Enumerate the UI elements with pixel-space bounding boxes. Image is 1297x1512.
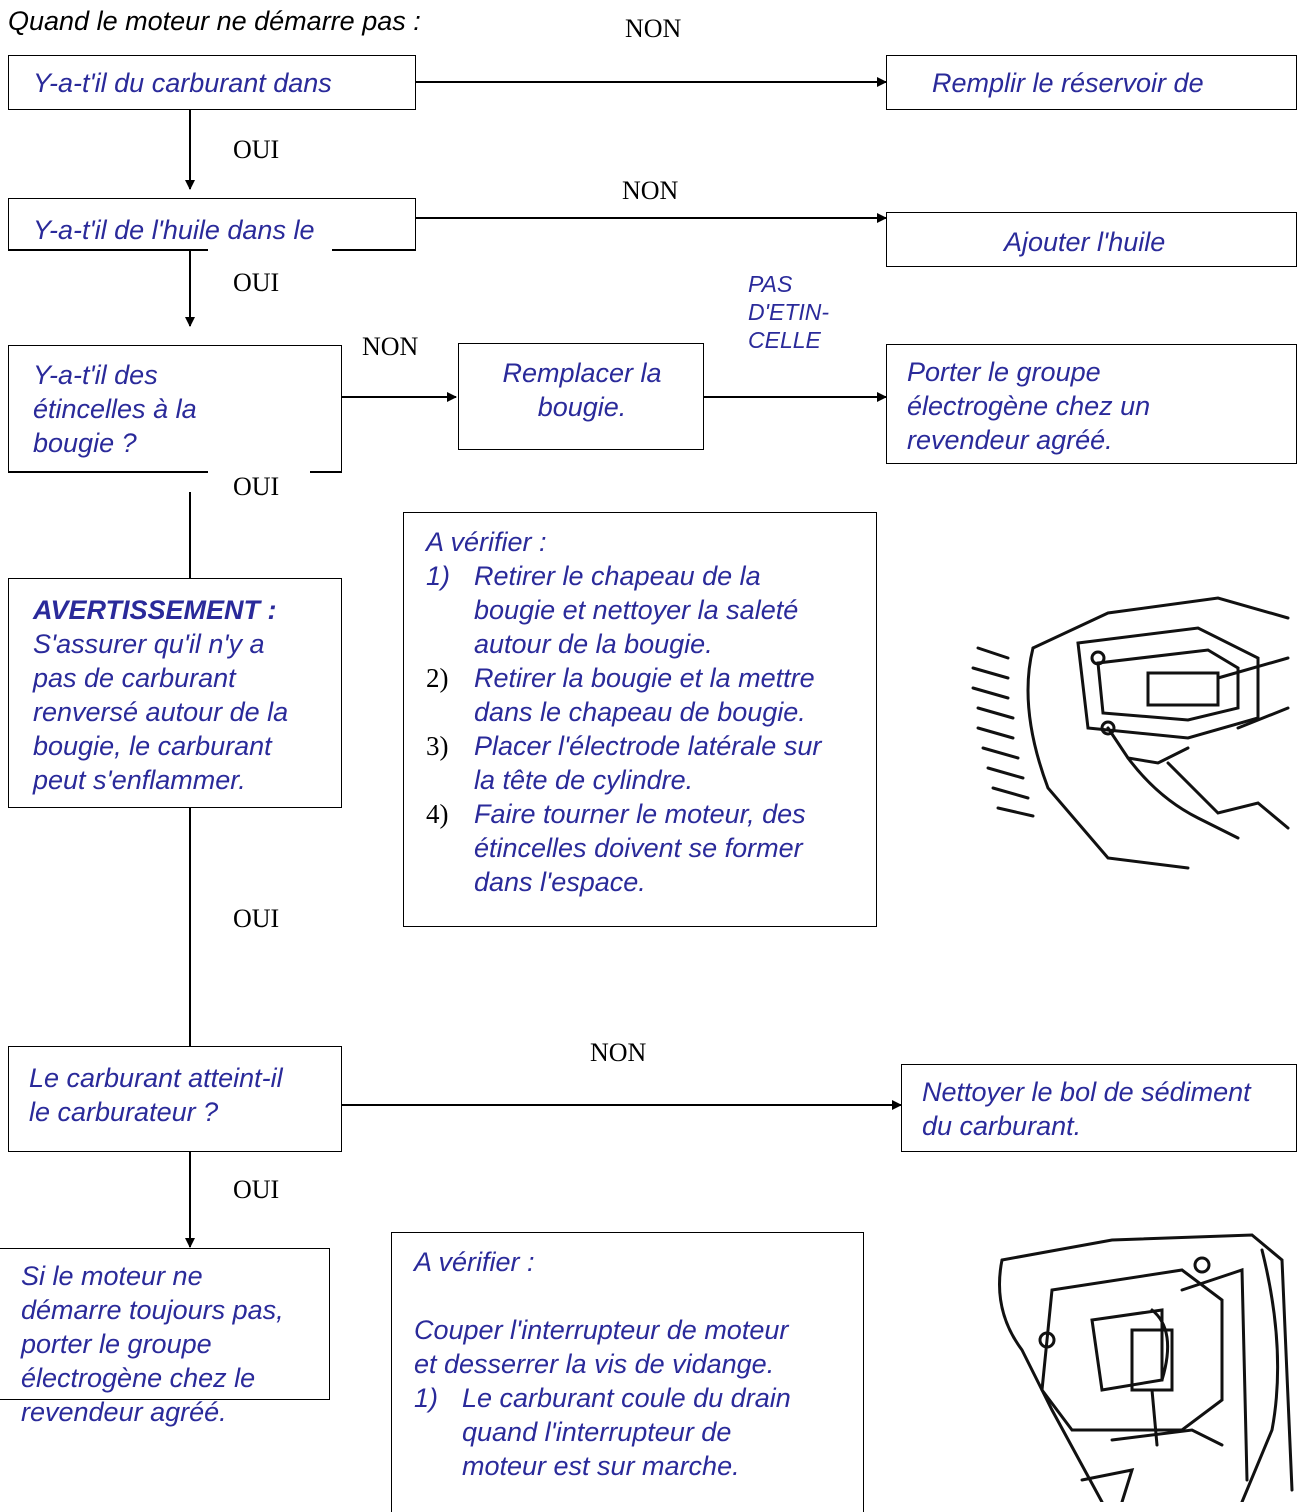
question-fuel-box: Y-a-t'il du carburant dans [8,55,416,110]
check-1-item: 4) Faire tourner le moteur, des étincell… [404,797,821,899]
page-heading: Quand le moteur ne démarre pas : [8,6,421,36]
answer-oil-box: Ajouter l'huile [886,212,1297,267]
question-fuel-text: Y-a-t'il du carburant dans [33,68,332,98]
question-spark-box: Y-a-t'il des étincelles à la bougie ? [8,345,342,473]
check-1-item-line: étincelles doivent se former [474,833,803,863]
question-oil-box-bottom-right [332,249,416,251]
check-1-item-line: autour de la bougie. [474,629,713,659]
check-1-item-line: dans l'espace. [474,867,646,897]
check-1-item-line: Placer l'électrode latérale sur [474,731,822,761]
question-carb-box: Le carburant atteint-il le carburateur ? [8,1046,342,1152]
answer-plug-text: Remplacer la bougie. [459,356,705,424]
question-oil-box-bottom-left [8,249,208,251]
check-2-list: 1) Le carburant coule du drain quand l'i… [392,1381,791,1483]
warning-line: peut s'enflammer. [33,765,246,795]
label-oui-2: OUI [233,268,280,297]
final-line: Si le moteur ne [21,1261,203,1291]
question-oil-box: Y-a-t'il de l'huile dans le [8,198,416,251]
check-1-item-number: 4) [426,799,449,829]
warning-line: renversé autour de la [33,697,289,727]
check-2-item-line: Le carburant coule du drain [462,1383,791,1413]
check-2-item: 1) Le carburant coule du drain quand l'i… [392,1381,791,1483]
question-carb-text: Le carburant atteint-il le carburateur ? [29,1061,283,1129]
check-2-intro-line: et desserrer la vis de vidange. [414,1349,775,1379]
warning-title: AVERTISSEMENT : [33,595,277,625]
check-1-item-number: 1) [426,561,451,591]
question-spark-box-bottom-left [8,471,208,473]
final-line: électrogène chez le [21,1363,256,1393]
label-pas-etincelle: PAS D'ETIN- CELLE [748,270,829,354]
label-non-4: NON [590,1038,647,1067]
final-line: revendeur agréé. [21,1397,227,1427]
answer-dealer-text: Porter le groupe électrogène chez un rev… [907,355,1150,457]
check-1-item-line: Retirer la bougie et la mettre [474,663,815,693]
question-oil-text: Y-a-t'il de l'huile dans le [33,215,315,245]
label-oui-3: OUI [233,472,280,501]
check-2-intro-line: Couper l'interrupteur de moteur [414,1315,789,1345]
check-1-title: A vérifier : [426,527,547,557]
answer-oil-text: Ajouter l'huile [1004,227,1166,257]
answer-dealer-line: Porter le groupe [907,357,1101,387]
check-2-intro: Couper l'interrupteur de moteur et desse… [414,1313,788,1381]
answer-clean-line: Nettoyer le bol de sédiment [922,1077,1251,1107]
label-pas-etincelle-line: PAS [748,271,793,297]
label-oui-4: OUI [233,904,280,933]
check-1-item-line: Retirer le chapeau de la [474,561,761,591]
answer-clean-box: Nettoyer le bol de sédiment du carburant… [901,1064,1297,1152]
final-box: Si le moteur ne démarre toujours pas, po… [0,1248,330,1427]
check-1-item-number: 2) [426,663,449,693]
warning-body: S'assurer qu'il n'y a pas de carburant r… [33,627,288,797]
question-spark-text: Y-a-t'il des étincelles à la bougie ? [33,358,197,460]
answer-fill-box: Remplir le réservoir de [886,55,1297,110]
check-1-item-line: Faire tourner le moteur, des [474,799,806,829]
final-line: porter le groupe [21,1329,212,1359]
final-text: Si le moteur ne démarre toujours pas, po… [21,1259,284,1429]
label-pas-etincelle-line: D'ETIN- [748,299,830,325]
final-line: démarre toujours pas, [21,1295,284,1325]
check-1-item-line: la tête de cylindre. [474,765,694,795]
question-carb-line: Le carburant atteint-il [29,1063,283,1093]
check-2-item-line: quand l'interrupteur de [462,1417,732,1447]
answer-dealer-line: revendeur agréé. [907,425,1113,455]
label-oui-5: OUI [233,1175,280,1204]
check-1-item: 1) Retirer le chapeau de la bougie et ne… [404,559,821,661]
label-oui-1: OUI [233,135,280,164]
answer-plug-box: Remplacer la bougie. [458,343,704,450]
check-box-2: A vérifier : Couper l'interrupteur de mo… [391,1232,864,1512]
answer-clean-line: du carburant. [922,1111,1082,1141]
spark-plug-illustration [971,596,1290,870]
check-1-item-line: dans le chapeau de bougie. [474,697,806,727]
answer-dealer-box: Porter le groupe électrogène chez un rev… [886,344,1297,464]
warning-line: S'assurer qu'il n'y a [33,629,265,659]
question-carb-line: le carburateur ? [29,1097,219,1127]
check-2-title: A vérifier : [414,1247,535,1277]
fuel-drain-illustration [998,1233,1294,1502]
question-spark-box-bottom-right [310,471,342,473]
check-2-item-number: 1) [414,1383,439,1413]
label-pas-etincelle-line: CELLE [748,327,821,353]
answer-clean-text: Nettoyer le bol de sédiment du carburant… [922,1075,1251,1143]
check-box-1: A vérifier : 1) Retirer le chapeau de la… [403,512,877,927]
warning-line: pas de carburant [33,663,236,693]
check-1-item-line: bougie et nettoyer la saleté [474,595,799,625]
warning-line: bougie, le carburant [33,731,272,761]
answer-dealer-line: électrogène chez un [907,391,1151,421]
check-1-item-number: 3) [426,731,449,761]
answer-plug-line: bougie. [537,392,627,422]
check-1-item: 2) Retirer la bougie et la mettre dans l… [404,661,821,729]
answer-fill-text: Remplir le réservoir de [932,68,1204,98]
label-non-1: NON [625,14,682,43]
check-1-list: 1) Retirer le chapeau de la bougie et ne… [404,559,821,899]
warning-box: AVERTISSEMENT : S'assurer qu'il n'y a pa… [8,578,342,808]
question-spark-line: bougie ? [33,428,137,458]
label-non-2: NON [622,176,679,205]
answer-plug-line: Remplacer la [502,358,662,388]
check-2-item-line: moteur est sur marche. [462,1451,740,1481]
question-spark-line: étincelles à la [33,394,197,424]
check-1-item: 3) Placer l'électrode latérale sur la tê… [404,729,821,797]
question-spark-line: Y-a-t'il des [33,360,158,390]
label-non-3: NON [362,332,419,361]
